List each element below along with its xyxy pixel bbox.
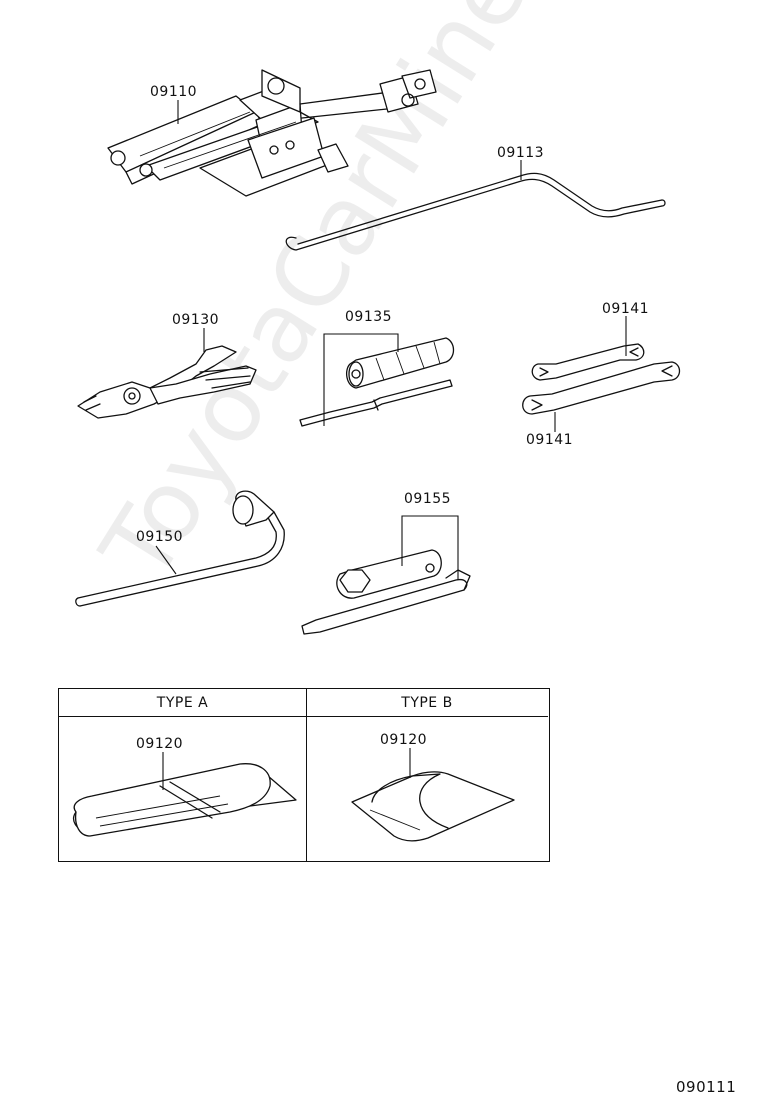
label-jack-handle: 09113 <box>497 145 545 161</box>
label-wheel-nut-wrench: 09150 <box>136 529 184 545</box>
label-wrench-top: 09141 <box>602 301 650 317</box>
label-screwdriver: 09135 <box>345 309 393 325</box>
tool-bag-type-table: TYPE A TYPE B <box>58 688 550 862</box>
label-tool-bag-type-b: 09120 <box>380 732 428 748</box>
open-end-wrenches-drawing <box>522 343 681 415</box>
type-a-header: TYPE A <box>59 689 306 717</box>
label-plug-wrench: 09155 <box>404 491 452 507</box>
pliers-drawing <box>77 345 257 419</box>
label-pliers: 09130 <box>172 312 220 328</box>
lug-wrench-drawing <box>75 490 285 607</box>
leader-lines <box>155 100 627 790</box>
label-jack: 09110 <box>150 84 198 100</box>
label-wrench-bottom: 09141 <box>526 432 574 448</box>
jack-handle-drawing <box>285 172 666 251</box>
tool-bag-type-b-drawing <box>351 771 515 842</box>
type-table-divider <box>306 689 307 861</box>
screwdriver-drawing <box>299 337 455 427</box>
type-b-header: TYPE B <box>306 689 548 717</box>
label-tool-bag-type-a: 09120 <box>136 736 184 752</box>
scissor-jack-drawing <box>107 69 437 197</box>
page-code: 090111 <box>676 1078 737 1096</box>
tool-bag-type-a-drawing <box>73 763 297 837</box>
plug-wrench-drawing <box>301 549 471 635</box>
